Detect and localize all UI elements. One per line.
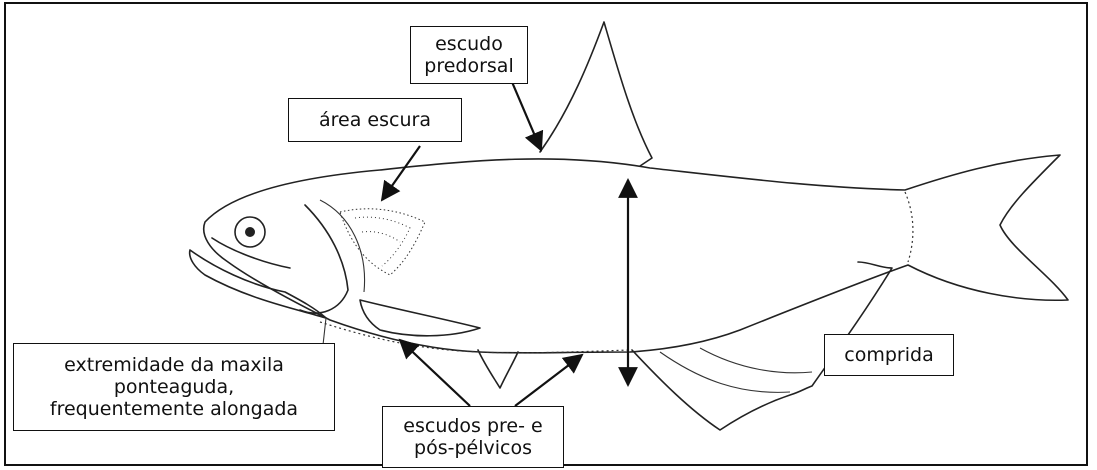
label-dark-area: área escura <box>288 98 462 142</box>
label-pelvic-scutes: escudos pre- e pós-pélvicos <box>382 406 564 468</box>
dark-area-pointer <box>382 146 420 200</box>
label-predorsal-scute: escudo predorsal <box>410 26 528 84</box>
upper-jaw <box>212 238 290 268</box>
operculum-edge <box>320 200 365 292</box>
gill-cover <box>300 205 348 313</box>
pupil <box>245 227 255 237</box>
dorsal-fin <box>540 22 652 166</box>
pelvic-fin <box>478 350 518 388</box>
caudal-junction <box>905 192 913 262</box>
fish-body <box>204 155 1068 353</box>
scutes-pointer-right <box>515 355 582 406</box>
maxilla-pointer <box>323 318 326 345</box>
anal-fin-rays <box>660 348 812 392</box>
dark-area-stipple <box>340 209 425 275</box>
label-maxilla-tip: extremidade da maxila ponteaguda, freque… <box>13 343 335 431</box>
predorsal-pointer <box>512 82 541 150</box>
pectoral-fin <box>360 300 480 336</box>
label-long: comprida <box>824 334 954 376</box>
